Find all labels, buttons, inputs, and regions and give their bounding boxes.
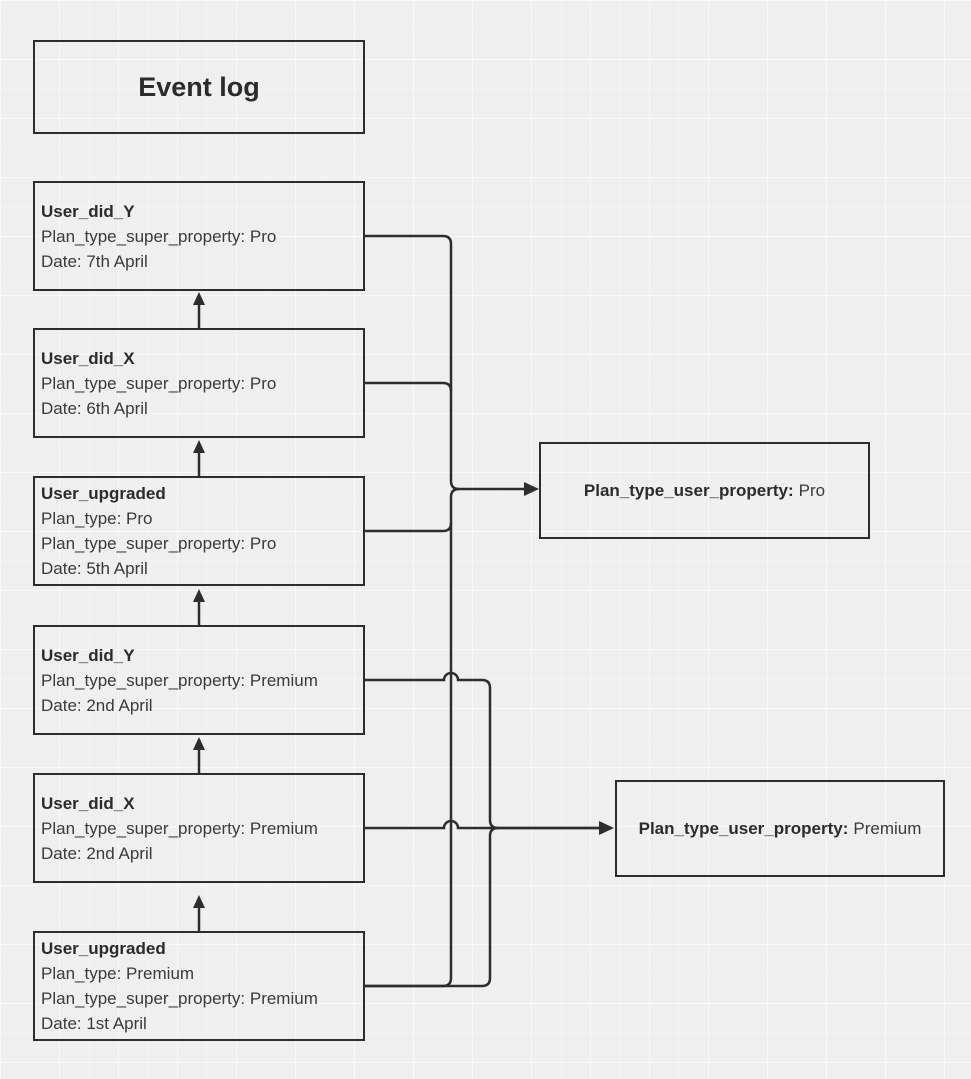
connector-event4-to-premium <box>365 671 600 830</box>
event-super-property: Plan_type_super_property: Premium <box>41 818 318 838</box>
event-super-property: Plan_type_super_property: Premium <box>41 989 318 1008</box>
event-box-user-did-y-2nd-april: User_did_Y Plan_type_super_property: Pre… <box>33 625 365 735</box>
event-name: User_upgraded <box>41 939 166 958</box>
event-name: User_did_X <box>41 348 135 368</box>
user-property-value: Premium <box>853 818 922 838</box>
flow-arrowhead-4 <box>193 737 205 750</box>
flow-arrowhead-3 <box>193 589 205 602</box>
event-super-property: Plan_type_super_property: Pro <box>41 373 277 393</box>
user-property-value: Pro <box>798 480 826 500</box>
event-date: Date: 2nd April <box>41 843 153 863</box>
event-plan-type: Plan_type: Premium <box>41 964 195 983</box>
connector-event5-merge <box>365 819 600 830</box>
flow-arrowhead-5 <box>193 895 205 908</box>
connector-event3-merge <box>365 522 453 533</box>
event-date: Date: 6th April <box>41 398 148 418</box>
event-super-property: Plan_type_super_property: Premium <box>41 670 318 690</box>
premium-arrowhead <box>599 821 614 835</box>
event-name: User_upgraded <box>41 484 166 503</box>
connector-event6-to-premium <box>365 826 499 988</box>
event-date: Date: 1st April <box>41 1014 147 1033</box>
connector-event2-merge <box>365 381 453 392</box>
user-property-label: Plan_type_user_property: <box>583 480 794 500</box>
user-property-label: Plan_type_user_property: <box>638 818 849 838</box>
event-box-user-did-y-7th-april: User_did_Y Plan_type_super_property: Pro… <box>33 181 365 291</box>
event-box-user-upgraded-5th-april: User_upgraded Plan_type: Pro Plan_type_s… <box>33 476 365 586</box>
event-super-property: Plan_type_super_property: Pro <box>41 534 277 553</box>
flow-arrowhead-2 <box>193 440 205 453</box>
event-box-user-did-x-2nd-april: User_did_X Plan_type_super_property: Pre… <box>33 773 365 883</box>
user-property-box-premium: Plan_type_user_property: Premium <box>615 780 945 877</box>
diagram-title: Event log <box>138 71 260 102</box>
event-date: Date: 5th April <box>41 559 148 578</box>
event-plan-type: Plan_type: Pro <box>41 509 153 528</box>
event-date: Date: 7th April <box>41 251 148 271</box>
event-super-property: Plan_type_super_property: Pro <box>41 226 277 246</box>
connector-event1-to-pro <box>365 234 525 491</box>
event-date: Date: 2nd April <box>41 695 153 715</box>
user-property-box-pro: Plan_type_user_property: Pro <box>539 442 870 539</box>
flow-arrowhead-1 <box>193 292 205 305</box>
event-box-user-upgraded-1st-april: User_upgraded Plan_type: Premium Plan_ty… <box>33 931 365 1041</box>
pro-arrowhead <box>524 482 539 496</box>
event-box-user-did-x-6th-april: User_did_X Plan_type_super_property: Pro… <box>33 328 365 438</box>
event-name: User_did_Y <box>41 201 135 221</box>
event-name: User_did_Y <box>41 645 135 665</box>
event-name: User_did_X <box>41 793 135 813</box>
connector-event6-to-pro <box>365 487 460 988</box>
event-log-title-box: Event log <box>33 40 365 134</box>
